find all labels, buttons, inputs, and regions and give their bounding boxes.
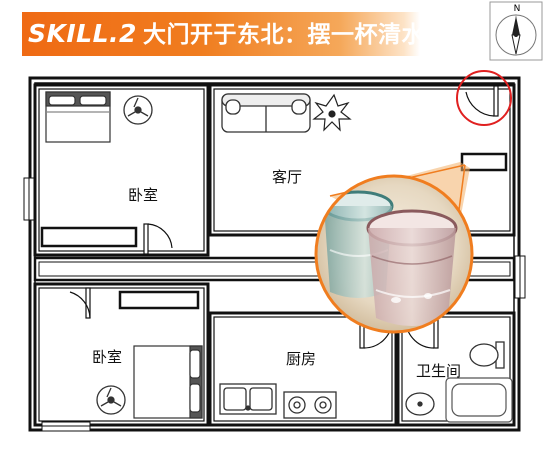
water-glass-icon [316, 176, 472, 332]
stove-icon [283, 391, 337, 419]
label-bathroom: 卫生间 [416, 362, 462, 380]
wardrobe-bottom [118, 290, 200, 310]
bed-icon-bottom [133, 345, 203, 419]
callout-circle [314, 174, 474, 334]
tv-cabinet [460, 152, 508, 172]
sofa-icon [221, 93, 311, 133]
window-south [41, 421, 91, 432]
room-kitchen [208, 311, 398, 427]
window-east [514, 255, 526, 299]
label-living-room: 客厅 [272, 168, 303, 186]
entrance-highlight-circle [456, 70, 512, 126]
toilet-icon [469, 341, 505, 369]
title-skill: SKILL.2 [28, 19, 137, 48]
label-bedroom-top: 卧室 [128, 186, 159, 204]
basin-icon [405, 392, 435, 416]
compass: N [492, 2, 542, 60]
window-west [23, 177, 35, 221]
compass-north-label: N [513, 4, 521, 14]
title-banner [22, 12, 420, 56]
bathtub-icon [445, 377, 513, 423]
fan-icon [123, 95, 153, 125]
bed-icon [45, 91, 111, 143]
sink-icon [219, 383, 277, 415]
compass-icon [489, 1, 543, 61]
wardrobe [40, 226, 138, 248]
label-bedroom-bottom: 卧室 [92, 348, 123, 366]
room-bedroom-bottom [33, 282, 210, 427]
fan-icon-bottom [96, 385, 126, 415]
label-kitchen: 厨房 [286, 350, 317, 368]
room-bedroom-top [33, 83, 210, 257]
hallway [33, 256, 516, 282]
plant-icon [312, 93, 352, 132]
title-subtitle: 大门开于东北：摆一杯清水 [142, 22, 425, 48]
